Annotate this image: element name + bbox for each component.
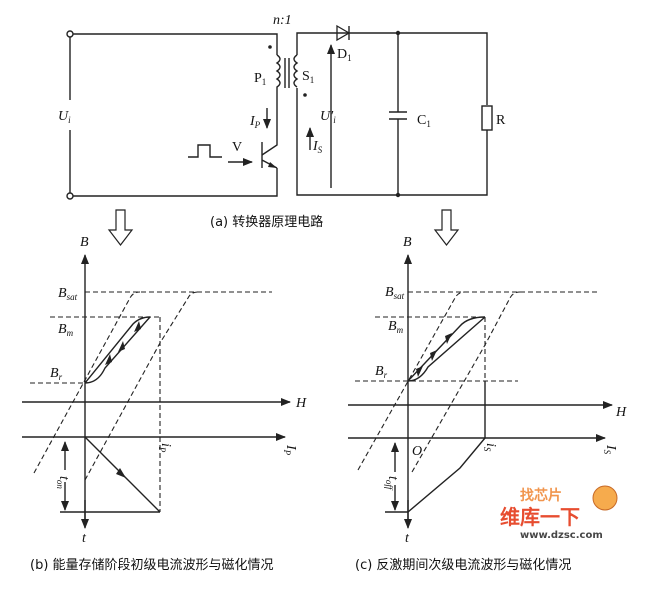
primary-current-ramp [60, 436, 161, 513]
caption-b: (b) 能量存储阶段初级电流波形与磁化情况 [30, 558, 274, 573]
bsat-label: Bsat [385, 285, 405, 301]
down-arrow-right-icon [433, 209, 460, 246]
toff-label: toff [384, 476, 400, 491]
input-voltage-label: Ui [58, 109, 71, 125]
ton-label: ton [55, 476, 71, 489]
secondary-current-ramp [385, 437, 486, 513]
origin-label: O [412, 444, 422, 459]
reflected-voltage-label: U′i [320, 109, 336, 125]
secondary-coil [293, 54, 299, 88]
minor-loop [84, 316, 151, 384]
panel-b: B H t IP iP ton Bsat Bm Br (b) 能量存储阶段初级电… [22, 235, 307, 573]
input-terminal-top [66, 30, 74, 38]
br-label: Br [375, 364, 388, 380]
secondary-loop [296, 32, 488, 196]
panel-c: B H t O IS iS toff Bsat Bm Br (c) 反激期间次级… [348, 235, 627, 573]
diode-label: D1 [337, 47, 352, 63]
h-axis-label: H [295, 396, 307, 411]
caption-c: (c) 反激期间次级电流波形与磁化情况 [355, 557, 571, 573]
loop-arrows-icon [105, 321, 141, 365]
watermark-url: www.dzsc.com [520, 530, 603, 541]
down-arrow-left-icon [107, 209, 134, 246]
resistor-label: R [496, 113, 506, 128]
ip-axis-label: IP [282, 444, 298, 456]
peak-label: iP [157, 443, 173, 453]
watermark-line2: 维库一下 [500, 505, 580, 529]
mascot-icon [592, 485, 618, 511]
input-terminal-bottom [66, 192, 74, 200]
diode-icon [336, 24, 351, 42]
t-axis-label: t [82, 531, 87, 546]
converter-circuit: n:1 Ui P1 S1 D1 C1 R V IP IS U′i (a) 转换器… [58, 13, 506, 230]
pulse-signal [188, 144, 222, 158]
capacitor-c1 [389, 33, 407, 195]
is-axis-label: IS [602, 444, 618, 455]
primary-coil [261, 54, 281, 156]
hysteresis-left [357, 291, 466, 471]
hysteresis-right [411, 291, 521, 473]
capacitor-label: C1 [417, 113, 431, 129]
secondary-current-label: IS [312, 139, 323, 155]
ramp-arrow-icon [116, 468, 126, 478]
primary-top-wire [73, 33, 278, 55]
bsat-label: Bsat [58, 286, 78, 302]
b-axis-label: B [80, 235, 89, 250]
bm-label: Bm [58, 322, 74, 338]
primary-dot [268, 45, 272, 49]
hysteresis-left [33, 291, 141, 474]
b-axis-label: B [403, 235, 412, 250]
watermark-logo: 找芯片 维库一下 www.dzsc.com [500, 485, 618, 541]
transformer-core [284, 58, 290, 88]
peak-label: iS [482, 443, 498, 452]
primary-label: P1 [254, 71, 266, 87]
turns-ratio-label: n:1 [273, 13, 292, 28]
resistor-r [481, 105, 493, 131]
primary-bottom-wire [73, 168, 278, 197]
primary-current-label: IP [249, 114, 261, 130]
emitter-arrow-icon [268, 162, 277, 168]
t-axis-label: t [405, 531, 410, 546]
minor-loop [407, 316, 486, 382]
watermark-line1: 找芯片 [520, 487, 562, 504]
h-axis-label: H [615, 405, 627, 420]
hysteresis-right [84, 291, 199, 481]
loop-arrows-icon [416, 333, 452, 377]
transistor-label: V [232, 140, 242, 155]
bm-label: Bm [388, 319, 404, 335]
secondary-dot [303, 93, 307, 97]
secondary-label: S1 [302, 69, 314, 85]
br-label: Br [50, 366, 63, 382]
caption-a: (a) 转换器原理电路 [210, 214, 323, 230]
